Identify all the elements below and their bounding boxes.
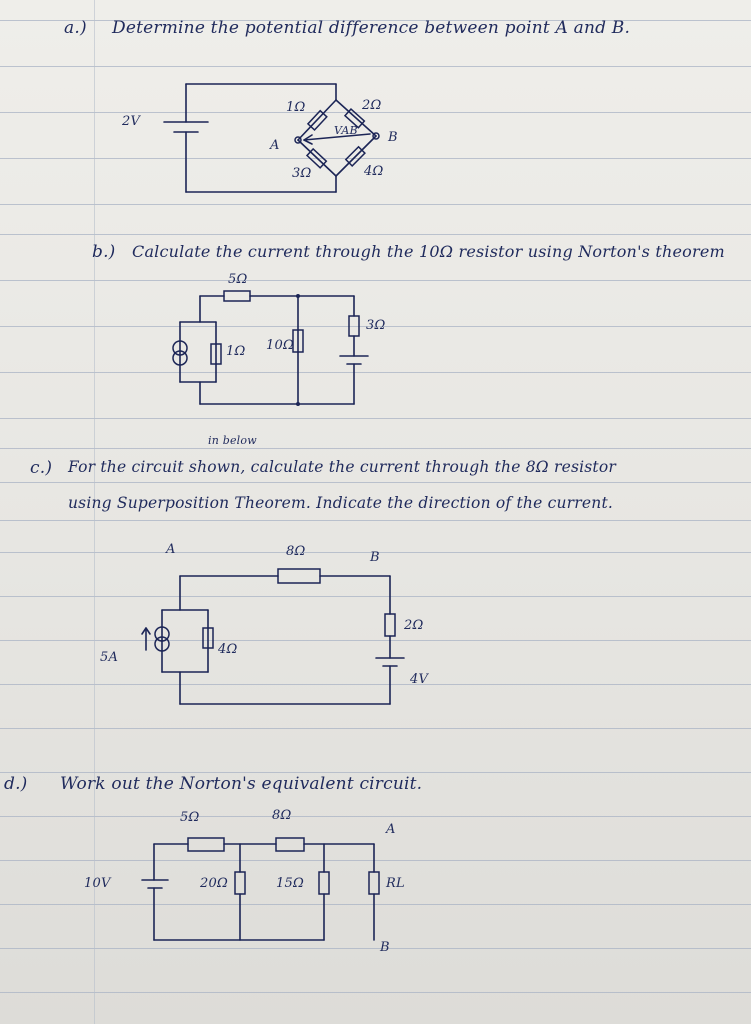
rule-line [0, 326, 751, 327]
circuit-a-source-label: 2V [122, 114, 141, 129]
circuit-c-source-current-label: 5A [100, 650, 119, 665]
circuit-d-r-load-label: RL [386, 876, 405, 891]
margin-line [94, 0, 95, 1024]
rule-line [0, 904, 751, 905]
circuit-a-r3-label: 3Ω [292, 166, 312, 181]
rule-line [0, 520, 751, 521]
rule-line [0, 112, 751, 113]
rule-line [0, 448, 751, 449]
circuit-b-r-mid-label: 10Ω [266, 338, 294, 353]
rule-line [0, 860, 751, 861]
question-b-label: b.) [92, 242, 116, 262]
circuit-a-node-b: B [388, 130, 398, 145]
circuit-d-r-top1-label: 5Ω [180, 810, 200, 825]
rule-line [0, 234, 751, 235]
rule-line [0, 158, 751, 159]
circuit-c-node-b: B [370, 550, 380, 565]
circuit-d-diagram [141, 837, 380, 941]
question-c-insert: in below [208, 434, 257, 447]
question-c-text-line2: using Superposition Theorem. Indicate th… [68, 494, 614, 512]
question-d-label: d.) [4, 774, 28, 794]
circuit-c-r-right-label: 2Ω [404, 618, 424, 633]
circuit-b-diagram [172, 290, 369, 406]
rule-line [0, 596, 751, 597]
circuit-a-vab-label: VAB [334, 124, 358, 137]
question-a-label: a.) [64, 18, 87, 38]
circuit-c-source-voltage-label: 4V [410, 672, 429, 687]
question-b-text: Calculate the current through the 10Ω re… [132, 242, 725, 261]
circuit-b-r-left-label: 1Ω [226, 344, 246, 359]
question-d-text: Work out the Norton's equivalent circuit… [60, 774, 423, 794]
circuit-a-diagram [163, 83, 380, 193]
rule-line [0, 772, 751, 773]
rule-line [0, 552, 751, 553]
rule-line [0, 992, 751, 993]
circuit-d-node-a: A [386, 822, 396, 837]
circuit-a-r4-label: 4Ω [364, 164, 384, 179]
rule-line [0, 640, 751, 641]
circuit-c-r-top-label: 8Ω [286, 544, 306, 559]
rule-line [0, 684, 751, 685]
circuit-d-r-top2-label: 8Ω [272, 808, 292, 823]
question-a-text: Determine the potential difference betwe… [112, 18, 631, 38]
circuit-c-node-a: A [166, 542, 176, 557]
circuit-d-r-shunt2-label: 15Ω [276, 876, 304, 891]
circuit-c-r-left-label: 4Ω [218, 642, 238, 657]
circuit-a-r2-label: 2Ω [362, 98, 382, 113]
question-c-label: c.) [30, 458, 53, 478]
circuit-d-node-b: B [380, 940, 390, 955]
rule-line [0, 482, 751, 483]
rule-line [0, 948, 751, 949]
circuit-d-source-label: 10V [84, 876, 111, 891]
rule-line [0, 20, 751, 21]
circuit-c-diagram [141, 568, 405, 705]
rule-line [0, 816, 751, 817]
circuit-b-r-right-label: 3Ω [366, 318, 386, 333]
rule-line [0, 204, 751, 205]
rule-line [0, 66, 751, 67]
circuit-a-r1-label: 1Ω [286, 100, 306, 115]
question-c-text-line1: For the circuit shown, calculate the cur… [68, 458, 616, 476]
circuit-d-r-shunt1-label: 20Ω [200, 876, 228, 891]
rule-line [0, 418, 751, 419]
rule-line [0, 728, 751, 729]
rule-line [0, 372, 751, 373]
circuit-a-node-a: A [270, 138, 280, 153]
rule-line [0, 280, 751, 281]
circuit-b-r-top-label: 5Ω [228, 272, 248, 287]
